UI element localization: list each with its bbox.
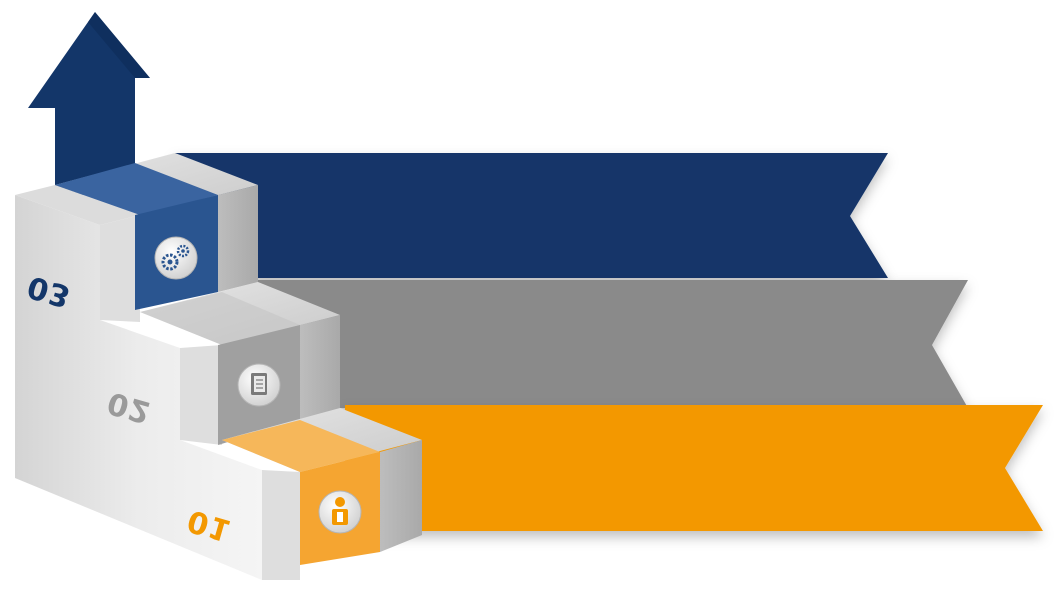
step-02 (140, 282, 340, 445)
notebook-icon (237, 363, 281, 407)
person-reading-icon (318, 490, 362, 534)
step-03 (55, 153, 258, 322)
up-arrow-icon (28, 12, 150, 195)
ribbon-02 (258, 280, 968, 408)
staircase-body (15, 185, 262, 580)
ribbon-03 (175, 153, 888, 278)
ribbon-01 (345, 405, 1043, 531)
step-01 (222, 408, 422, 580)
gears-icon (154, 236, 198, 280)
